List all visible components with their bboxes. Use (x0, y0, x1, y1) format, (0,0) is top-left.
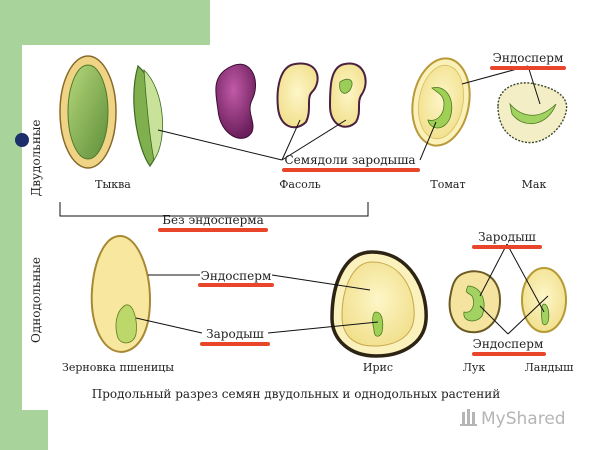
pumpkin-label: Тыква (95, 178, 131, 191)
iris-seed-illustration (330, 250, 428, 358)
onion-label: Лук (463, 361, 486, 374)
monocots-label: Однодольные (29, 257, 43, 343)
lily-label: Ландыш (525, 361, 574, 374)
slide-bullet-icon (15, 133, 29, 147)
embryo-callout-mid: Зародыш (206, 327, 264, 341)
poppy-label: Мак (522, 178, 547, 191)
poppy-seed-illustration (497, 82, 568, 144)
wheat-label: Зерновка пшеницы (62, 361, 174, 374)
slide-green-block-top (0, 0, 210, 50)
tomato-label: Томат (430, 178, 465, 191)
bean-label: Фасоль (279, 178, 320, 191)
watermark-text: MyShared (481, 409, 566, 429)
watermark-logo: MyShared (460, 409, 566, 429)
embryo-callout-right: Зародыш (478, 230, 536, 244)
slide-green-strip-left (0, 50, 22, 450)
endosperm-callout-top: Эндосперм (493, 51, 564, 65)
cotyledons-callout: Семядоли зародыша (284, 153, 415, 167)
endosperm-callout-mid: Эндосперм (201, 269, 272, 283)
diagram-caption: Продольный разрез семян двудольных и одн… (92, 387, 501, 401)
dicots-label: Двудольные (29, 120, 43, 197)
onion-seed-illustration (448, 270, 502, 334)
wheat-grain-illustration (90, 234, 152, 354)
endosperm-callout-right: Эндосперм (473, 337, 544, 351)
iris-label: Ирис (363, 361, 393, 374)
bean-seed-illustration (215, 62, 367, 139)
leader-lines (59, 65, 549, 335)
slide-green-block-bottom (0, 410, 48, 450)
pumpkin-seed-illustration (59, 55, 163, 169)
myshared-logo-icon (460, 409, 477, 426)
no-endosperm-callout: Без эндосперма (162, 213, 264, 227)
tomato-seed-illustration (411, 57, 471, 147)
